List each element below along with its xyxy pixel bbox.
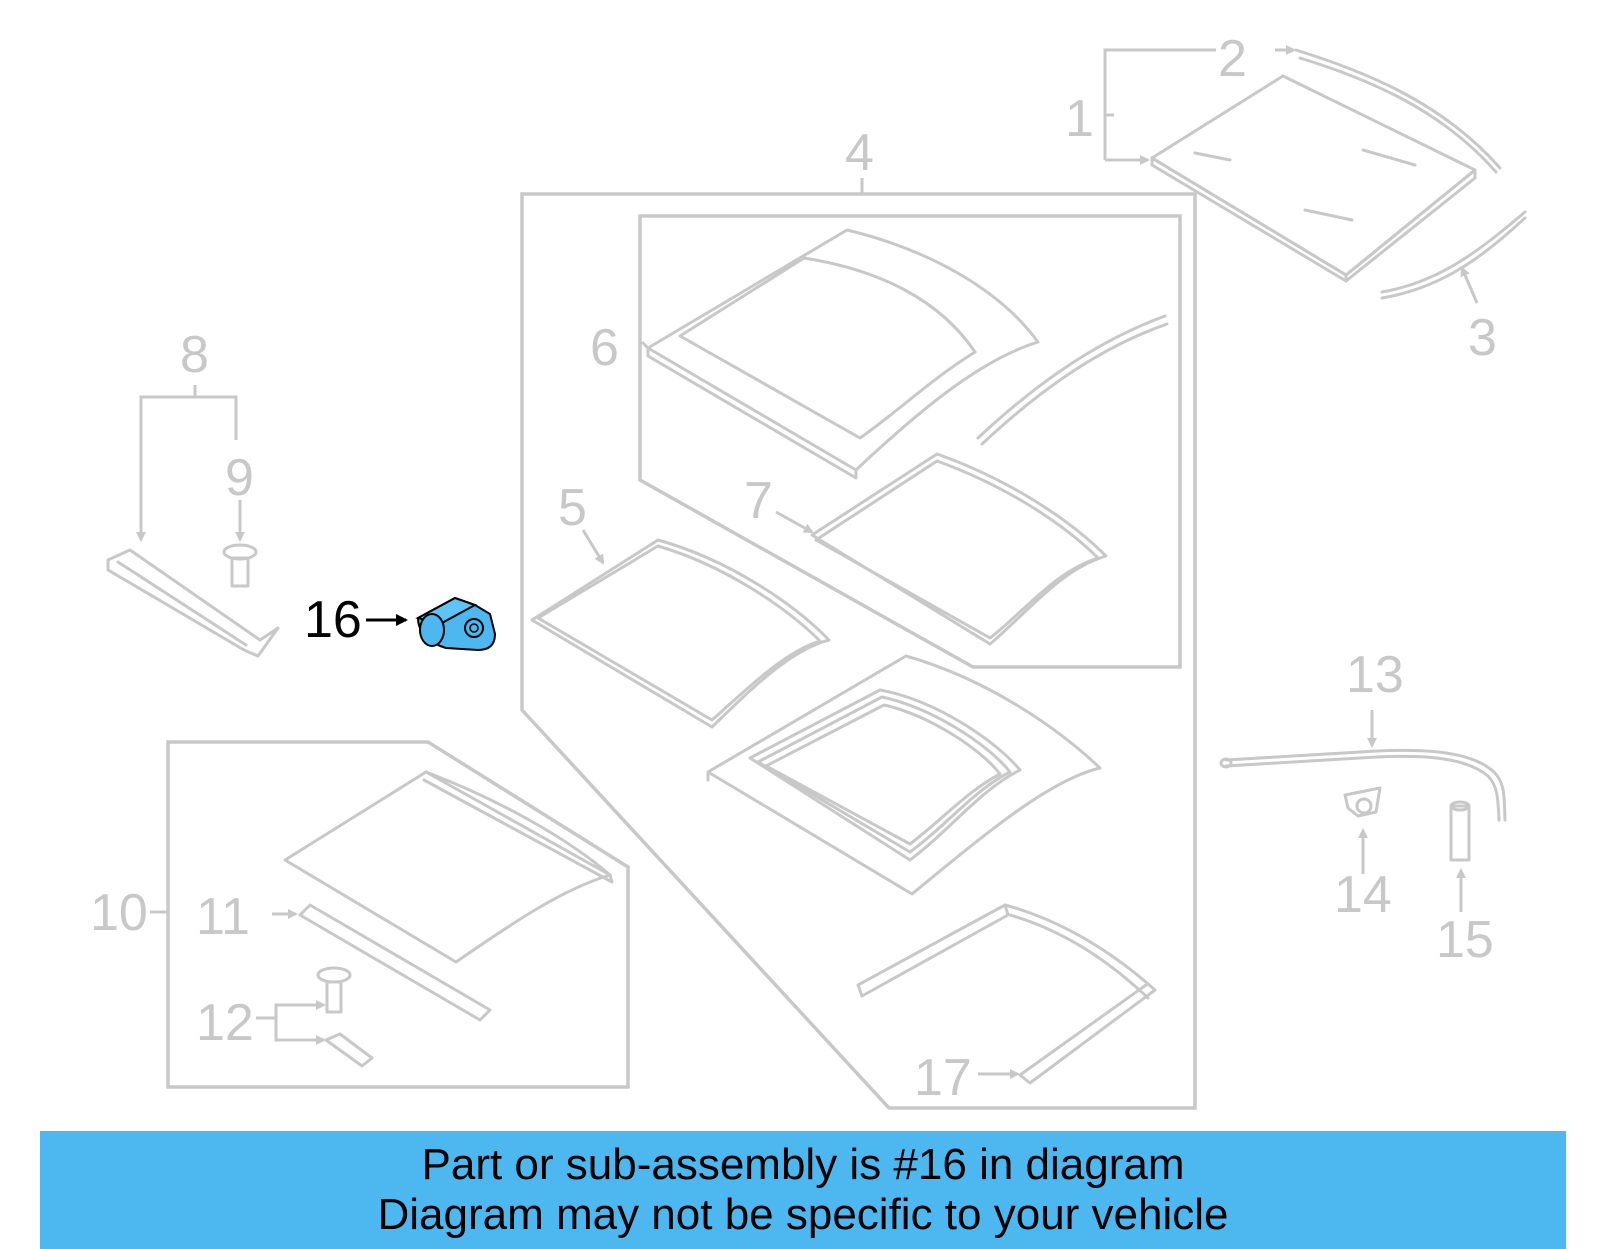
screw-9 <box>222 543 258 588</box>
banner-line-2: Diagram may not be specific to your vehi… <box>377 1190 1229 1239</box>
leaders-8-9 <box>136 385 245 542</box>
panel-6 <box>640 228 1169 480</box>
panel-5 <box>530 529 831 729</box>
leaders-1-2-3 <box>1103 45 1479 304</box>
callout-5: 5 <box>558 479 587 537</box>
callout-14: 14 <box>1334 866 1392 924</box>
callout-10: 10 <box>90 884 148 942</box>
trim-8 <box>106 548 280 658</box>
callout-7: 7 <box>744 472 773 530</box>
deflector-3 <box>1380 210 1527 300</box>
part-16-highlighted[interactable] <box>366 596 497 652</box>
assembly-4-frame <box>520 178 1197 1110</box>
callout-3: 3 <box>1468 309 1497 367</box>
callout-1: 1 <box>1065 90 1094 148</box>
info-banner: Part or sub-assembly is #16 in diagram D… <box>40 1131 1566 1249</box>
valve-15 <box>1449 800 1471 912</box>
callout-6: 6 <box>590 319 619 377</box>
fasteners-12 <box>256 966 374 1068</box>
callout-8: 8 <box>180 326 209 384</box>
assembly-10-frame <box>150 740 630 1089</box>
sunshade-10 <box>283 770 614 964</box>
rails-17 <box>856 903 1157 1085</box>
banner-line-1: Part or sub-assembly is #16 in diagram <box>421 1140 1185 1189</box>
roof-frame <box>706 654 1102 896</box>
callout-16: 16 <box>304 591 362 649</box>
callout-13: 13 <box>1346 646 1404 704</box>
callout-4: 4 <box>845 124 874 182</box>
callout-2: 2 <box>1218 30 1247 88</box>
drain-tube-13 <box>1219 710 1507 822</box>
clip-14 <box>1343 786 1382 874</box>
callout-15: 15 <box>1436 911 1494 969</box>
callout-17: 17 <box>914 1049 972 1107</box>
panel-7 <box>775 452 1108 646</box>
callout-11: 11 <box>196 888 250 946</box>
callout-12: 12 <box>196 994 254 1052</box>
glass-panel-1 <box>1150 74 1477 283</box>
bar-11 <box>272 903 492 1022</box>
callout-9: 9 <box>225 449 254 507</box>
seal-strip-2 <box>1294 48 1502 174</box>
